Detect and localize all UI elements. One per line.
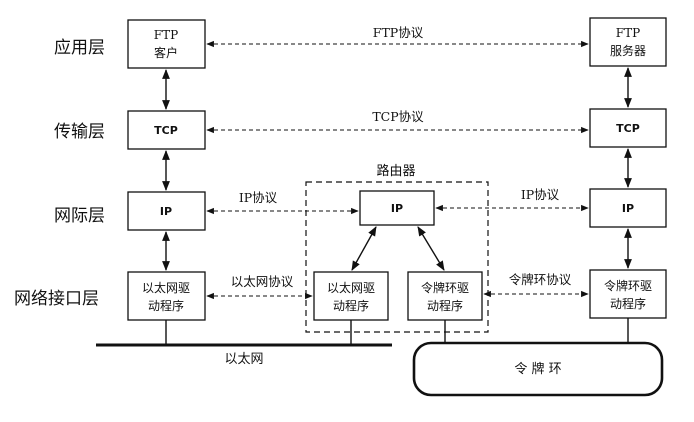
right-ftp-server-line2: 服务器 xyxy=(610,43,646,58)
router-token-ring-driver-line2: 动程序 xyxy=(427,298,463,313)
router-token-ring-driver-box xyxy=(407,271,483,321)
token-ring-protocol-label: 令牌环协议 xyxy=(509,272,572,287)
left-ip-label: IP xyxy=(160,205,172,218)
router-ethernet-driver-box xyxy=(313,271,389,321)
left-ethernet-driver-line1: 以太网驱 xyxy=(142,280,190,295)
layer-label-transport: 传输层 xyxy=(54,122,105,142)
tcp-protocol-label: TCP协议 xyxy=(372,109,424,124)
token-ring-network xyxy=(412,341,664,397)
router-ip-ethernet-arrow xyxy=(351,226,377,271)
ftp-protocol-label: FTP协议 xyxy=(373,25,424,40)
right-ip-label: IP xyxy=(622,202,634,215)
router-ip-tokenring-arrow xyxy=(417,226,445,271)
right-ftp-server-box xyxy=(589,17,667,67)
router-ethernet-driver-line1: 以太网驱 xyxy=(327,280,375,295)
left-tcp-label: TCP xyxy=(154,124,178,137)
left-ftp-client-line1: FTP xyxy=(154,28,178,42)
left-ftp-client-box xyxy=(127,19,206,69)
ip-protocol-right-label: IP协议 xyxy=(521,187,560,202)
left-tcp-box xyxy=(127,110,206,150)
ip-protocol-left-label: IP协议 xyxy=(239,190,278,205)
right-token-ring-driver-box xyxy=(589,269,667,319)
ethernet-protocol-label: 以太网协议 xyxy=(231,274,294,289)
layer-label-link: 网络接口层 xyxy=(14,289,99,309)
right-ftp-server-line1: FTP xyxy=(616,26,640,40)
right-token-ring-driver-line2: 动程序 xyxy=(610,296,646,311)
token-ring-label: 令 牌 环 xyxy=(514,361,561,377)
right-tcp-box xyxy=(589,108,667,148)
right-tcp-label: TCP xyxy=(616,122,640,135)
router-ip-label: IP xyxy=(391,202,403,215)
left-ip-box xyxy=(127,191,206,231)
right-token-ring-driver-line1: 令牌环驱 xyxy=(604,278,652,293)
right-ip-box xyxy=(589,188,667,228)
ethernet-label: 以太网 xyxy=(224,352,263,367)
layer-label-application: 应用层 xyxy=(54,38,105,58)
router-token-ring-driver-line1: 令牌环驱 xyxy=(421,280,469,295)
left-ethernet-driver-box xyxy=(127,271,206,321)
router-frame xyxy=(305,181,489,333)
router-title: 路由器 xyxy=(376,163,415,179)
left-ftp-client-line2: 客户 xyxy=(154,45,178,60)
left-ethernet-driver-line2: 动程序 xyxy=(148,298,184,313)
router-ethernet-driver-line2: 动程序 xyxy=(333,298,369,313)
layer-label-internet: 网际层 xyxy=(54,206,105,226)
router-ip-box xyxy=(359,190,435,226)
